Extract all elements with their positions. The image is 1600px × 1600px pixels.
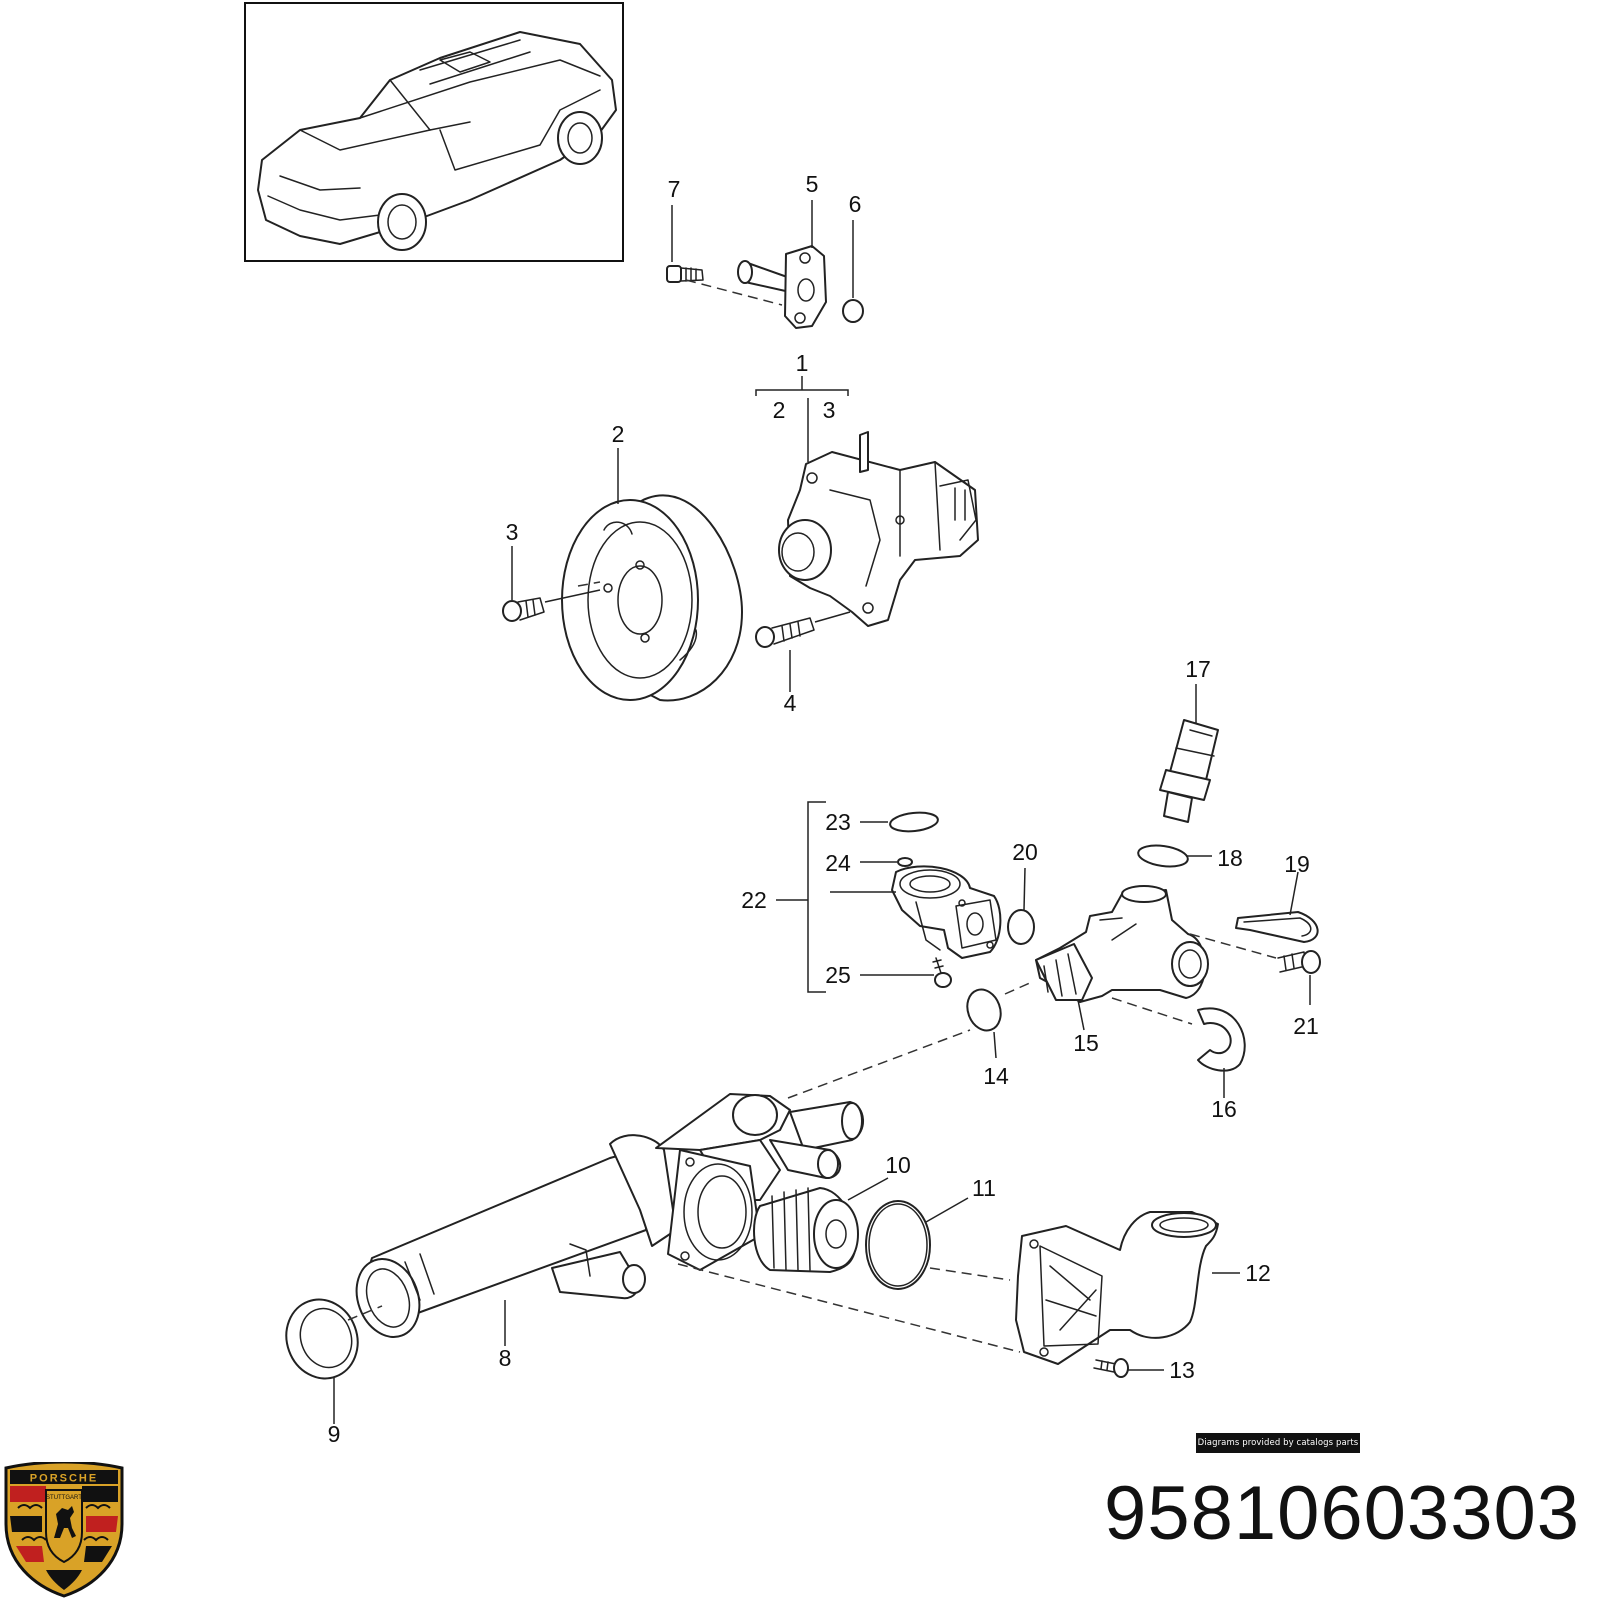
part-9-pipe-seal [285, 1298, 359, 1380]
callout-1-member-2: 2 [773, 397, 786, 423]
callout-19: 19 [1284, 851, 1310, 877]
suv-car-icon [257, 31, 617, 251]
crest-city-text: STUTTGART [46, 1495, 82, 1501]
callout-12: 12 [1245, 1260, 1271, 1286]
callout-9: 9 [328, 1421, 341, 1447]
part-11-o-ring [865, 1200, 931, 1290]
part-14-o-ring [966, 988, 1002, 1032]
part-2-pulley [561, 494, 743, 702]
callout-17: 17 [1185, 656, 1211, 682]
callout-18: 18 [1217, 845, 1243, 871]
part-18-o-ring [1137, 844, 1189, 868]
callout-4: 4 [784, 690, 797, 716]
part-16-retaining-clip [1197, 1007, 1246, 1072]
callout-2: 2 [612, 421, 625, 447]
callout-21: 21 [1293, 1013, 1319, 1039]
callout-10: 10 [885, 1152, 911, 1178]
part-number: 95810603303 [1104, 1471, 1580, 1556]
part-24-small-seal [897, 857, 913, 867]
callout-25: 25 [825, 962, 851, 988]
crest-brand-text: PORSCHE [30, 1473, 98, 1485]
vehicle-thumbnail [244, 2, 624, 262]
callout-labels: 7 5 6 1 2 3 2 3 4 17 23 24 22 25 20 18 1… [328, 171, 1319, 1447]
callout-24: 24 [825, 850, 851, 876]
part-7-bolt [666, 265, 704, 283]
callout-22: 22 [741, 887, 767, 913]
callout-15: 15 [1073, 1030, 1099, 1056]
callout-13: 13 [1169, 1357, 1195, 1383]
callout-16: 16 [1211, 1096, 1237, 1122]
part-22-thermostat-housing [891, 865, 1002, 959]
callout-14: 14 [983, 1063, 1009, 1089]
part-19-retaining-clip [1235, 911, 1319, 943]
part-17-temperature-sensor [1159, 719, 1219, 823]
porsche-crest-icon: PORSCHE STUTTGART [4, 1462, 124, 1598]
callout-11: 11 [972, 1175, 996, 1201]
part-20-o-ring [1007, 909, 1035, 945]
part-8-coolant-pipe [355, 1093, 864, 1338]
callout-8: 8 [499, 1345, 512, 1371]
leader-lines [333, 200, 1311, 1424]
part-25-housing-screw [932, 957, 952, 988]
part-5-coolant-pipe-flange [737, 245, 827, 329]
callout-7: 7 [668, 176, 681, 202]
part-6-o-ring [842, 299, 864, 323]
part-12-coolant-elbow [1015, 1211, 1219, 1365]
part-21-bolt [1277, 950, 1321, 974]
part-1-water-pump [778, 431, 979, 627]
callout-6: 6 [849, 191, 862, 217]
callout-20: 20 [1012, 839, 1038, 865]
callout-1: 1 [796, 350, 809, 376]
part-3-pulley-screw [502, 589, 601, 622]
part-10-thermostat [753, 1187, 859, 1273]
part-15-coolant-connection-piece [1035, 885, 1209, 1003]
callout-23: 23 [825, 809, 851, 835]
callout-3: 3 [506, 519, 519, 545]
callout-1-member-3: 3 [823, 397, 836, 423]
part-4-pump-bolt [755, 611, 851, 648]
assembly-guide-lines [347, 279, 1277, 1353]
callout-5: 5 [806, 171, 819, 197]
part-13-screw [1093, 1358, 1129, 1378]
part-23-o-ring [889, 811, 939, 833]
diagram-credit-badge: Diagrams provided by catalogs parts [1196, 1433, 1360, 1453]
